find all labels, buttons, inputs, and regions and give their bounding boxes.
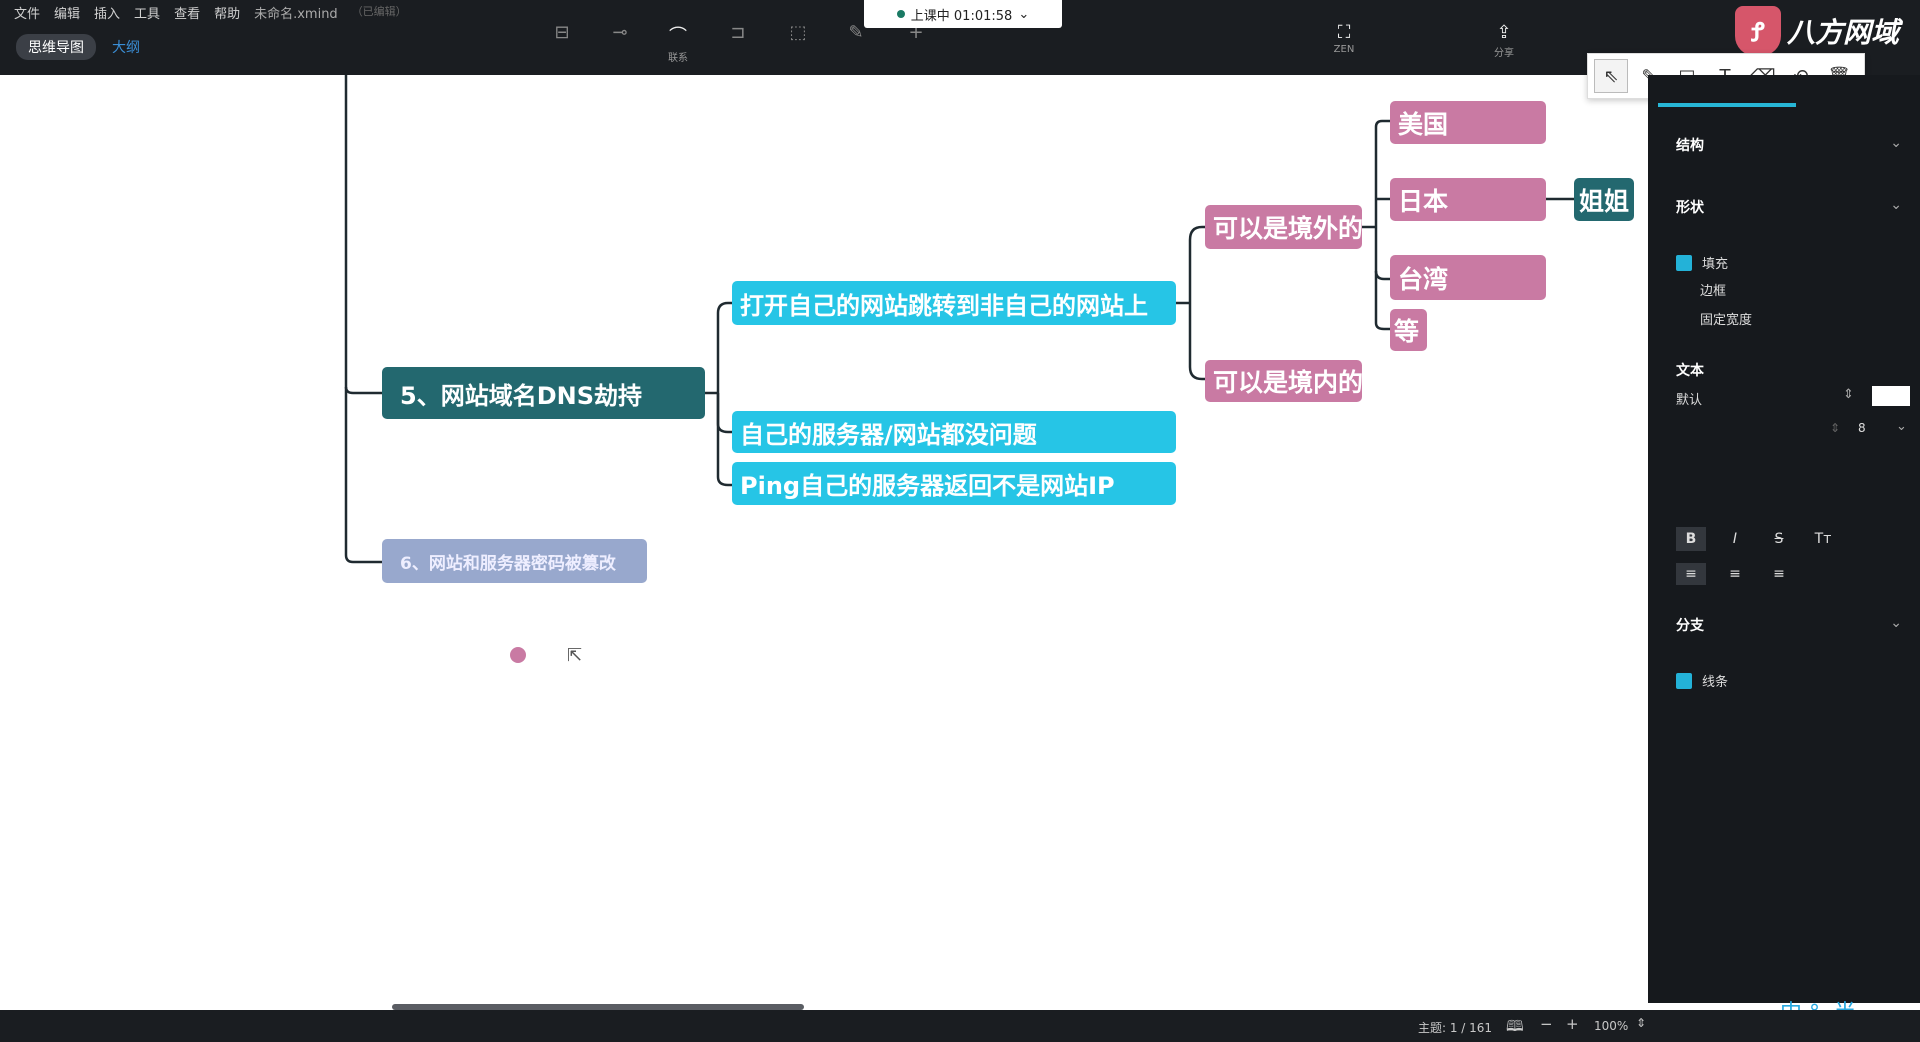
- edited-status: （已编辑）: [351, 5, 407, 18]
- updown-icon[interactable]: ⇕: [1843, 387, 1854, 402]
- zoom-in-button[interactable]: +: [1566, 1015, 1579, 1033]
- relation-icon: ⌒: [669, 26, 687, 47]
- align-left-icon[interactable]: ≡: [1676, 563, 1706, 585]
- align-right-icon[interactable]: ≡: [1773, 566, 1785, 582]
- mouse-cursor-icon: ⇱: [567, 645, 583, 666]
- subtopic-tool-icon[interactable]: ⊸: [612, 22, 628, 43]
- chevron-down-icon[interactable]: ⌄: [1890, 135, 1902, 151]
- share-label: 分享: [1494, 48, 1514, 59]
- menu-view[interactable]: 查看: [174, 7, 201, 22]
- menu-file[interactable]: 文件: [14, 7, 41, 22]
- menu-bar: 文件 编辑 插入 工具 查看 帮助 未命名.xmind （已编辑）: [14, 3, 407, 22]
- fullscreen-icon: ⛶: [1337, 22, 1351, 43]
- chevron-down-icon: ⌄: [1018, 6, 1030, 22]
- recording-dot-icon: [896, 10, 905, 18]
- text-align-buttons: ≡ ≡ ≡: [1676, 563, 1794, 585]
- logo-shield-icon: Ꝭ: [1735, 6, 1781, 56]
- topic-count: 主题: 1 / 161: [1418, 1021, 1493, 1035]
- chevron-down-icon[interactable]: ⌄: [1896, 419, 1907, 434]
- topic-node-password[interactable]: 6、网站和服务器密码被篡改: [382, 539, 647, 583]
- fill-checkbox-row[interactable]: 填充: [1676, 253, 1728, 272]
- map-icon[interactable]: 🕮: [1506, 1017, 1524, 1035]
- subtopic-etc[interactable]: 等: [1390, 309, 1427, 351]
- format-panel: 结构 ⌄ 形状 ⌄ 填充 边框 固定宽度 文本 默认 ⇕ ⇕ 8 ⌄ B I S…: [1648, 75, 1920, 1003]
- zen-button[interactable]: ⛶ ZEN: [1324, 22, 1364, 68]
- text-case-icon[interactable]: Tт: [1814, 531, 1832, 547]
- subtopic-usa[interactable]: 美国: [1390, 101, 1546, 144]
- status-bar: 主题: 1 / 161 🕮 − + 100% ⇕: [0, 1010, 1920, 1042]
- menu-help[interactable]: 帮助: [214, 7, 241, 22]
- branch-node-ping[interactable]: Ping自己的服务器返回不是网站IP: [732, 462, 1176, 505]
- font-select-value: 默认: [1676, 393, 1703, 408]
- updown-icon[interactable]: ⇕: [1636, 1016, 1647, 1030]
- subtopic-jiejie[interactable]: 姐姐: [1574, 178, 1634, 221]
- recording-timer[interactable]: 上课中 01:01:58 ⌄: [864, 0, 1062, 28]
- menu-edit[interactable]: 编辑: [54, 7, 81, 22]
- insert-tool-icon[interactable]: +: [908, 22, 924, 43]
- subtopic-taiwan[interactable]: 台湾: [1390, 255, 1546, 300]
- timer-text: 上课中 01:01:58: [910, 8, 1013, 24]
- fill-checkbox[interactable]: [1676, 254, 1692, 271]
- section-shape[interactable]: 形状: [1676, 200, 1704, 216]
- pointer-icon[interactable]: ⇖: [1594, 59, 1628, 93]
- note-tool-icon[interactable]: ✎: [848, 22, 864, 43]
- menu-tools[interactable]: 工具: [134, 7, 161, 22]
- font-select[interactable]: 默认: [1676, 389, 1702, 408]
- mindmap-canvas[interactable]: 5、网站域名DNS劫持 打开自己的网站跳转到非自己的网站上 自己的服务器/网站都…: [0, 75, 1648, 1003]
- active-tab-indicator: [1658, 103, 1796, 107]
- brand-logo: Ꝭ 八方网域: [1735, 6, 1899, 56]
- text-style-buttons: B I S Tт: [1676, 527, 1838, 551]
- subtopic-foreign[interactable]: 可以是境外的: [1205, 205, 1363, 249]
- subtopic-domestic[interactable]: 可以是境内的: [1205, 360, 1363, 402]
- line-label: 线条: [1702, 675, 1729, 690]
- summary-tool-icon[interactable]: ⊐: [730, 22, 746, 43]
- chevron-down-icon[interactable]: ⌄: [1890, 615, 1902, 631]
- relation-button[interactable]: ⌒ 联系: [658, 22, 698, 68]
- border-label: 边框: [1700, 284, 1727, 299]
- zoom-level[interactable]: 100%: [1594, 1019, 1629, 1033]
- branch-node-server-ok[interactable]: 自己的服务器/网站都没问题: [732, 411, 1176, 453]
- file-name: 未命名.xmind: [254, 7, 338, 22]
- central-topic-node[interactable]: 5、网站域名DNS劫持: [382, 367, 705, 419]
- topic-tool-icon[interactable]: ⊟: [554, 22, 570, 43]
- connector-lines: [344, 75, 1574, 564]
- zoom-out-button[interactable]: −: [1540, 1015, 1553, 1033]
- branch-node-redirect[interactable]: 打开自己的网站跳转到非自己的网站上: [732, 281, 1176, 325]
- bold-icon[interactable]: B: [1676, 527, 1706, 551]
- menu-insert[interactable]: 插入: [94, 7, 121, 22]
- strikethrough-icon[interactable]: S: [1774, 531, 1784, 547]
- share-icon: ⇪: [1496, 22, 1512, 43]
- text-color-swatch[interactable]: [1872, 386, 1910, 406]
- fixed-width-label: 固定宽度: [1700, 313, 1753, 328]
- fill-label: 填充: [1702, 257, 1729, 272]
- horizontal-scrollbar[interactable]: [392, 1004, 804, 1010]
- chevron-down-icon[interactable]: ⌄: [1890, 197, 1902, 213]
- line-checkbox-row[interactable]: 线条: [1676, 671, 1728, 690]
- tab-mindmap[interactable]: 思维导图: [16, 34, 96, 60]
- cursor-highlight-dot: [510, 647, 526, 663]
- view-tabs: 思维导图 大纲: [16, 34, 142, 60]
- border-row[interactable]: 边框: [1700, 280, 1726, 299]
- align-center-icon[interactable]: ≡: [1729, 566, 1741, 582]
- section-text: 文本: [1676, 363, 1704, 379]
- italic-icon[interactable]: I: [1732, 531, 1738, 547]
- fixed-width-row[interactable]: 固定宽度: [1700, 309, 1752, 328]
- title-bar: 文件 编辑 插入 工具 查看 帮助 未命名.xmind （已编辑） 思维导图 大…: [0, 0, 1920, 75]
- section-branch[interactable]: 分支: [1676, 618, 1704, 634]
- section-structure[interactable]: 结构: [1676, 138, 1704, 154]
- boundary-tool-icon[interactable]: ⬚: [789, 22, 807, 43]
- logo-text: 八方网域: [1787, 16, 1900, 49]
- relation-label: 联系: [668, 53, 688, 64]
- zen-label: ZEN: [1333, 44, 1355, 55]
- font-size-value[interactable]: 8: [1858, 421, 1866, 435]
- line-checkbox[interactable]: [1676, 672, 1692, 689]
- subtopic-japan[interactable]: 日本: [1390, 178, 1546, 221]
- tab-outline[interactable]: 大纲: [112, 40, 140, 56]
- share-button[interactable]: ⇪ 分享: [1484, 22, 1524, 68]
- stepper-icon[interactable]: ⇕: [1830, 421, 1841, 435]
